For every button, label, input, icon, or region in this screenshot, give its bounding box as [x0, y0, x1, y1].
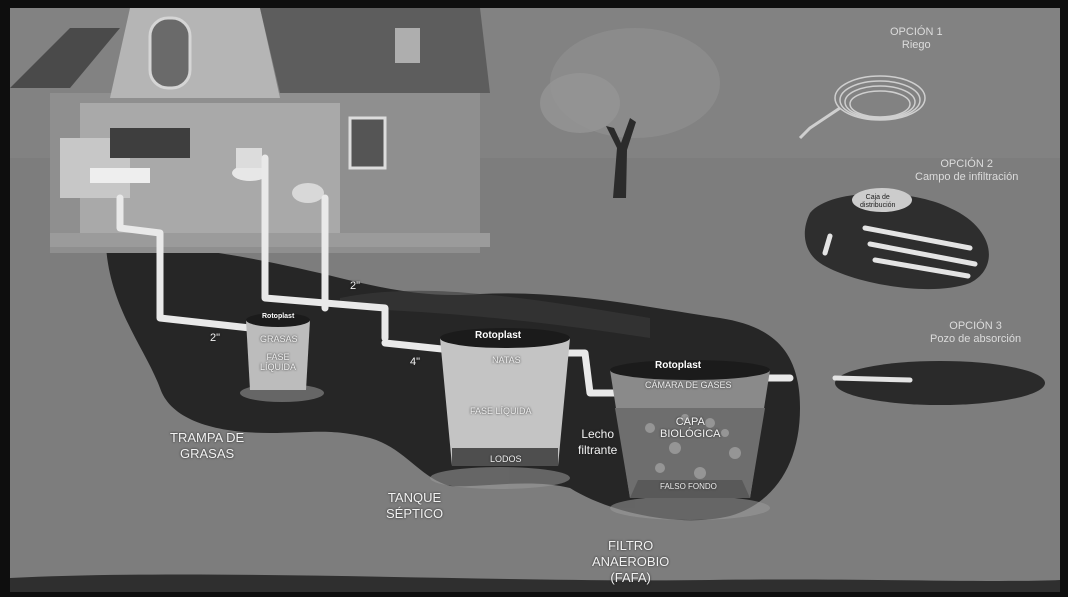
caja-distribucion-label: Caja de distribución	[860, 194, 895, 210]
diagram-panel: Rotoplast Rotoplast Rotoplast GRASAS FAS…	[10, 8, 1060, 592]
pipe-2-left-label: 2"	[210, 330, 220, 346]
filter-brand-label: Rotoplast	[655, 360, 701, 371]
camara-gases-label: CÁMARA DE GASES	[645, 380, 732, 390]
fase-liquida-trap-label: FASE LÍQUIDA	[260, 352, 296, 372]
lecho-filtrante-label: Lecho filtrante	[578, 426, 617, 458]
grasas-label: GRASAS	[260, 334, 298, 344]
tank-brand-label: Rotoplast	[475, 330, 521, 341]
opcion-1-label: OPCIÓN 1 Riego	[890, 26, 943, 52]
tanque-septico-label: TANQUE SÉPTICO	[386, 490, 443, 522]
pipe-4-label: 4"	[410, 354, 420, 370]
diagram-illustration	[10, 8, 1060, 592]
house-illustration	[10, 8, 490, 253]
capa-biologica-label: CAPA BIOLÓGICA	[660, 416, 721, 440]
fase-liquida-tank-label: FASE LÍQUIDA	[470, 406, 532, 416]
natas-label: NATAS	[492, 355, 521, 365]
lodos-label: LODOS	[490, 454, 522, 464]
filtro-anaerobio-label: FILTRO ANAEROBIO (FAFA)	[592, 538, 669, 586]
absorption-well	[835, 361, 1045, 405]
trampa-grasas-label: TRAMPA DE GRASAS	[170, 430, 244, 462]
opcion-2-label: OPCIÓN 2 Campo de infiltración	[915, 158, 1018, 184]
pipe-2-top-label: 2"	[350, 278, 360, 294]
opcion-3-label: OPCIÓN 3 Pozo de absorción	[930, 320, 1021, 346]
trap-brand-label: Rotoplast	[262, 313, 294, 320]
septic-tank-shape	[440, 328, 570, 466]
falso-fondo-label: FALSO FONDO	[660, 482, 717, 492]
